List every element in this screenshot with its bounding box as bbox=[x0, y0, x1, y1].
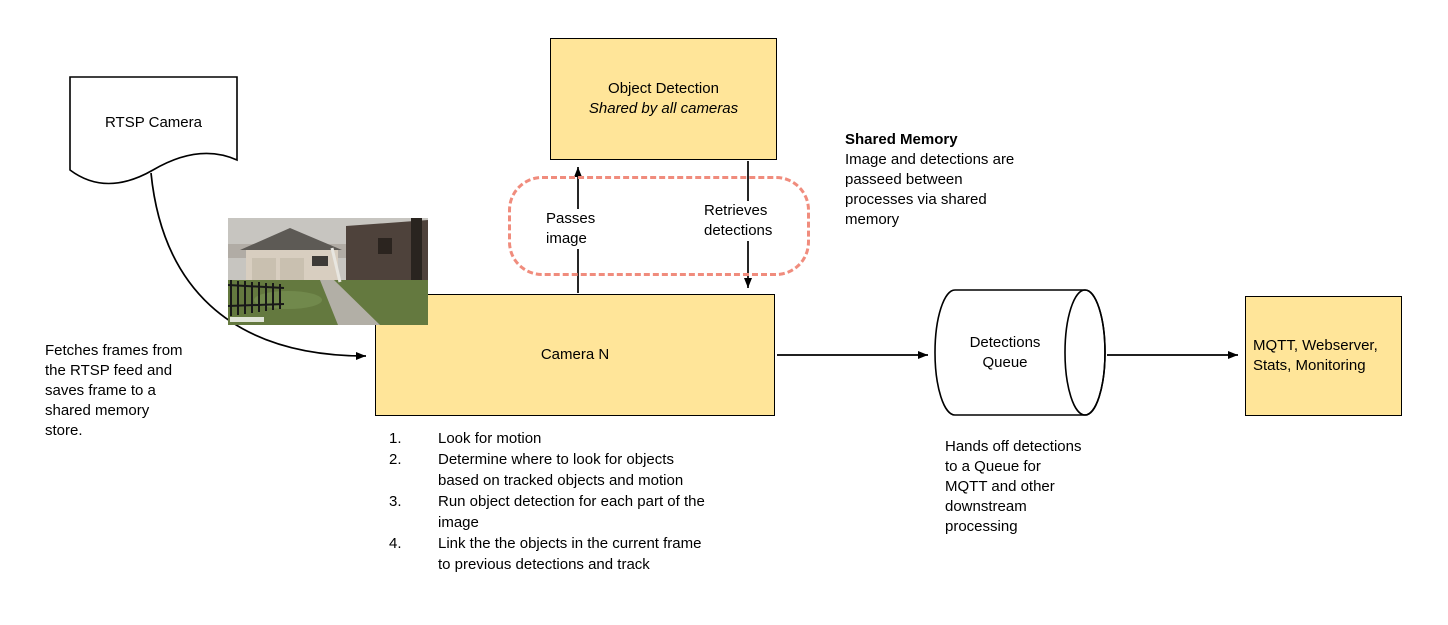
detections-queue-rim bbox=[1064, 289, 1106, 416]
camera-step: Look for motion bbox=[379, 428, 799, 449]
retrieves-detections-edge-label: Retrieves detections bbox=[701, 201, 776, 241]
fetch-note: Fetches frames from the RTSP feed and sa… bbox=[45, 342, 183, 439]
camera-step-text: Run object detection for each part of th… bbox=[438, 493, 705, 531]
camera-n-label: Camera N bbox=[540, 346, 610, 363]
camera-steps-list: Look for motion Determine where to look … bbox=[379, 428, 799, 575]
passes-image-edge-label: Passes image bbox=[543, 209, 599, 249]
shared-memory-title: Shared Memory bbox=[845, 131, 958, 148]
camera-step-text: Determine where to look for objects base… bbox=[438, 451, 684, 489]
camera-step-text: Link the the objects in the current fram… bbox=[438, 535, 702, 573]
outputs-label: MQTT, Webserver, Stats, Monitoring bbox=[1253, 337, 1378, 374]
rtsp-camera-label: RTSP Camera bbox=[70, 77, 237, 169]
camera-step-text: Look for motion bbox=[438, 430, 542, 447]
camera-step: Link the the objects in the current fram… bbox=[379, 533, 799, 575]
camera-snapshot-scene bbox=[227, 218, 428, 325]
camera-step: Run object detection for each part of th… bbox=[379, 491, 799, 533]
camera-snapshot-image bbox=[227, 218, 428, 325]
object-detection-title: Object Detection bbox=[608, 80, 719, 97]
object-detection-node: Object Detection Shared by all cameras bbox=[550, 38, 777, 160]
rtsp-camera-label-text: RTSP Camera bbox=[105, 114, 202, 131]
object-detection-subtitle: Shared by all cameras bbox=[588, 100, 739, 117]
camera-n-node: Camera N bbox=[375, 294, 775, 416]
rtsp-camera-shape bbox=[69, 76, 238, 185]
queue-handoff-note: Hands off detections to a Queue for MQTT… bbox=[945, 438, 1082, 535]
shared-memory-note: Shared Memory Image and detections are p… bbox=[845, 130, 1060, 230]
edge-rtsp-to-camera-n bbox=[150, 172, 367, 360]
detections-queue-label: Detections Queue bbox=[969, 333, 1041, 371]
outputs-node: MQTT, Webserver, Stats, Monitoring bbox=[1245, 296, 1402, 416]
shared-memory-dashed-region bbox=[508, 176, 810, 276]
shared-memory-body: Image and detections are passeed between… bbox=[845, 151, 1015, 228]
camera-step: Determine where to look for objects base… bbox=[379, 449, 799, 491]
